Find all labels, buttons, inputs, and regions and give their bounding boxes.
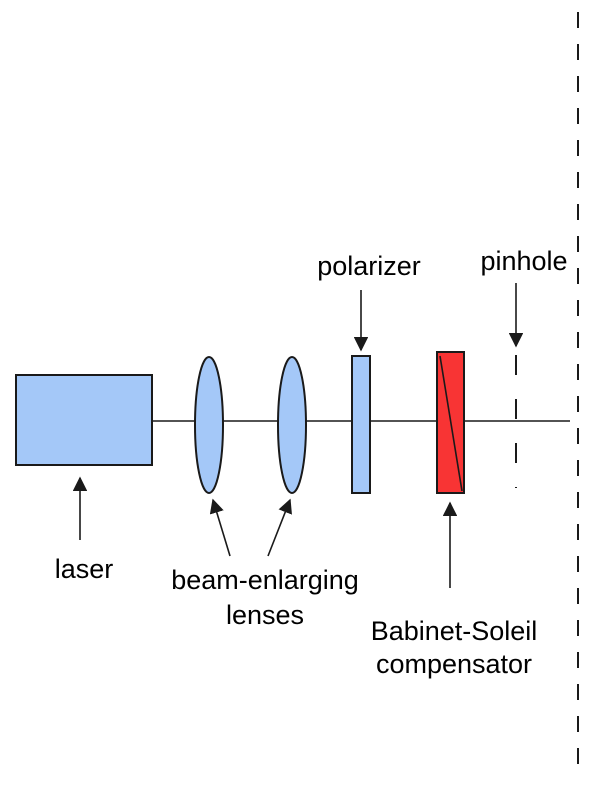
lens-1 xyxy=(194,356,224,494)
laser-label: laser xyxy=(55,554,114,584)
compensator-label-line2: compensator xyxy=(376,649,532,679)
lenses-label-line1: beam-enlarging xyxy=(171,565,359,595)
compensator-label-line1: Babinet-Soleil xyxy=(371,616,538,646)
polarizer-label: polarizer xyxy=(317,251,421,281)
compensator-diagonal xyxy=(439,355,463,492)
laser-box xyxy=(15,374,153,466)
lenses-label-line2: lenses xyxy=(226,600,304,630)
lens-2-arrow xyxy=(267,498,292,557)
lens-2 xyxy=(277,356,307,494)
polarizer-plate xyxy=(351,355,371,494)
pinhole-label: pinhole xyxy=(480,246,567,276)
lens-1-arrow xyxy=(209,498,231,557)
